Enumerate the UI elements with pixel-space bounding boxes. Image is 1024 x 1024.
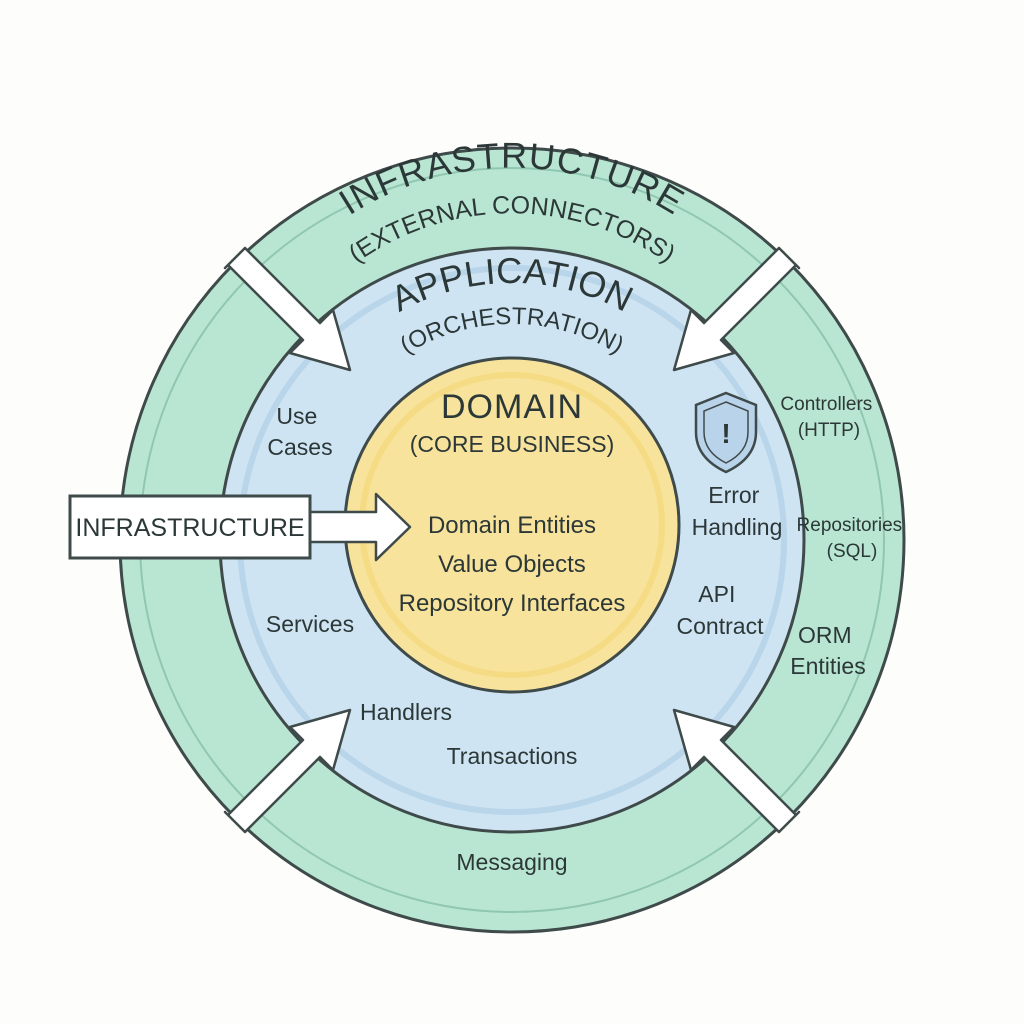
infra-item-controllers: Controllers (HTTP) [780, 394, 877, 441]
domain-item-entities: Domain Entities [428, 512, 596, 539]
domain-title: DOMAIN [441, 388, 583, 426]
app-item-api-contract: API Contract [677, 581, 765, 639]
callout-box [68, 494, 312, 560]
infra-item-messaging: Messaging [456, 849, 567, 875]
app-item-services: Services [266, 611, 354, 637]
shield-mark: ! [721, 418, 730, 449]
domain-item-repository-interfaces: Repository Interfaces [399, 590, 626, 617]
arrow-top-right [672, 246, 801, 372]
arrow-bottom-right [672, 708, 801, 834]
domain-item-value-objects: Value Objects [438, 551, 586, 578]
arrow-top-left [223, 246, 352, 372]
app-item-handlers: Handlers [360, 699, 452, 725]
arrow-bottom-left [223, 708, 352, 834]
inward-arrows [223, 246, 801, 834]
app-item-transactions: Transactions [447, 743, 578, 769]
infrastructure-callout: INFRASTRUCTURE [68, 492, 412, 562]
callout-label: INFRASTRUCTURE [75, 514, 304, 542]
infra-item-orm-entities: ORM Entities [790, 622, 865, 679]
shield-exclamation-icon: ! [694, 391, 758, 474]
infra-item-repositories: Repositories (SQL) [797, 515, 908, 562]
domain-subtitle: (CORE BUSINESS) [410, 431, 614, 457]
callout-arrow [298, 492, 412, 562]
app-item-error-handling: Error Handling [692, 482, 783, 540]
app-item-use-cases: Use Cases [267, 403, 332, 460]
